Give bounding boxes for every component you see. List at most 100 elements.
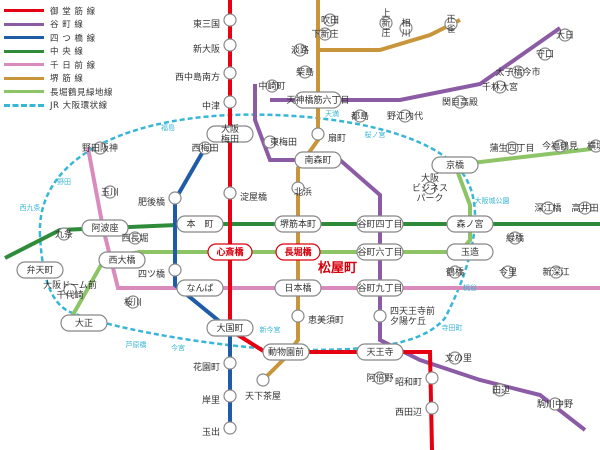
station-dot-higashiumeda xyxy=(263,135,277,149)
station-label-sembayashi: 千林大宮 xyxy=(482,81,518,93)
station-label-kujo: 九条 xyxy=(55,228,73,240)
station-label-kitahama: 北浜 xyxy=(294,187,312,198)
station-label-aikawa: 相川 xyxy=(401,17,410,39)
highlight-station-label: 松屋町 xyxy=(318,260,357,276)
station-label-tanimachi6: 谷町六丁目 xyxy=(357,246,402,258)
station-label-ogimachi: 扇町 xyxy=(328,132,346,144)
legend-swatch xyxy=(4,49,44,53)
station-dot-aikawa xyxy=(399,21,413,35)
station-label-awajicho: 淡路 xyxy=(291,44,309,56)
station-label-minamimorimachi: 南森町 xyxy=(304,154,331,166)
loop-station-label-fukushima: 福島 xyxy=(161,123,175,132)
station-label-awaza: 阿波座 xyxy=(91,222,118,234)
station-label-ebisucho: 恵美須町 xyxy=(308,314,344,326)
station-dot-shibashima xyxy=(298,65,312,79)
station-dot-taishibashi xyxy=(511,65,525,79)
station-box-shinsaibashi xyxy=(207,243,253,261)
station-dot-tamagawa xyxy=(103,185,117,199)
station-label-noe: 野江内代 xyxy=(387,110,423,122)
station-label-kyobashi: 京橋 xyxy=(446,159,464,171)
station-label-dainichi: 大日 xyxy=(556,29,574,41)
station-box-namba xyxy=(176,279,224,297)
station-label-tanabe: 田辺 xyxy=(492,385,510,396)
station-dot-suita xyxy=(323,13,337,27)
loop-station-label-tenma: 天満 xyxy=(325,110,339,118)
station-label-shin_osaka: 新大阪 xyxy=(193,43,220,55)
station-label-yotsubashi: 四ツ橋 xyxy=(138,268,165,280)
station-dot-imazato xyxy=(501,265,515,279)
legend-item: 谷 町 線 xyxy=(4,18,130,32)
station-box-tennoji xyxy=(356,343,404,361)
station-label-tamade: 玉出 xyxy=(202,426,220,438)
station-dot-kamishinjo xyxy=(379,16,393,30)
station-dot-gamo xyxy=(505,141,519,155)
station-label-tengachaya: 天下茶屋 xyxy=(245,390,281,402)
station-label-yotsubashi_line_top: 西梅田 xyxy=(191,142,218,154)
station-dot-nakazakicho xyxy=(265,79,279,93)
station-label-hanazonocho: 花園町 xyxy=(193,361,220,373)
station-label-morinomiya: 森ノ宮 xyxy=(456,218,483,230)
station-label-daikokucho: 大国町 xyxy=(216,322,243,334)
station-dot-sakuragawa xyxy=(126,295,140,309)
station-dot-kitahama xyxy=(291,181,305,195)
station-label-kishinosato: 岸里 xyxy=(202,395,220,406)
station-label-dobutsuen: 動物園前 xyxy=(268,346,304,358)
station-dot-tengachaya xyxy=(256,373,270,387)
station-dot-tanabe xyxy=(493,383,507,397)
station-label-moriguchi: 守口 xyxy=(536,48,554,60)
station-box-tanimachi9 xyxy=(356,279,404,297)
station-dot-komagawa xyxy=(548,397,562,411)
station-label-tsuruhashi: 鶴橋 xyxy=(446,266,464,278)
station-label-domemae: 大阪ドーム前千代崎 xyxy=(43,279,97,301)
station-label-fuminosato: 文の里 xyxy=(445,352,472,364)
station-label-shitennoji: 四天王寺前夕陽ケ丘 xyxy=(390,305,435,327)
station-label-osaka_business_park: 大阪ビジネスパーク xyxy=(412,172,448,204)
legend-swatch xyxy=(4,36,44,40)
loop-station-label-momodani: 桃谷 xyxy=(463,283,477,292)
station-box-bentencho xyxy=(16,261,64,279)
legend-swatch xyxy=(4,76,44,80)
station-dot-noda_hanshin xyxy=(93,141,107,155)
station-dot-yotsubashi xyxy=(168,263,182,277)
legend-item: 堺 筋 線 xyxy=(4,72,130,86)
station-box-nagahoribashi xyxy=(275,243,321,261)
station-label-tenjinbashi: 天神橋筋六丁目 xyxy=(286,94,349,106)
station-dot-hanazonocho xyxy=(223,356,237,370)
tanimachi-line xyxy=(253,84,587,432)
station-label-yodoyabashi: 淀屋橋 xyxy=(240,191,267,203)
station-dot-takaida xyxy=(578,201,592,215)
station-dot-yotsubashi_line_top xyxy=(198,141,212,155)
station-labels: 東三国新大阪西中島南方中津大阪梅田淀屋橋本 町心斎橋なんば大国町動物園前天王寺昭… xyxy=(26,8,600,438)
legend-item: 中 央 線 xyxy=(4,45,130,59)
station-label-takaida: 高井田 xyxy=(571,202,598,214)
legend-item: 長堀鶴見緑地線 xyxy=(4,85,130,99)
station-label-tamatsukuri: 玉造 xyxy=(461,246,479,258)
station-label-shinfukae: 新深江 xyxy=(542,266,569,278)
legend-swatch xyxy=(4,103,44,107)
loop-station-label-shin_imamiya: 新今宮 xyxy=(260,325,281,334)
station-label-sekime: 関目高殿 xyxy=(442,96,478,108)
loop-station-label-imamiya: 今宮 xyxy=(171,343,185,352)
station-dot-fukaebashi xyxy=(541,201,555,215)
station-label-midoribashi: 緑橋 xyxy=(506,232,524,244)
map-legend: 御 堂 筋 線谷 町 線四 つ 橋 線中 央 線千 日 前 線堺 筋 線長堀鶴見… xyxy=(4,4,130,112)
station-dot-nishinagahori xyxy=(128,231,142,245)
station-label-tamagawa: 玉川 xyxy=(101,187,119,198)
loop-station-label-sakuranomiya: 桜ノ宮 xyxy=(365,130,386,139)
loop-station-label-teradacho: 寺田町 xyxy=(442,324,463,332)
station-label-higashi_mikuni: 東三国 xyxy=(193,18,220,30)
station-dot-dainichi xyxy=(558,28,572,42)
loop-station-label-ashiharabashi: 芦原橋 xyxy=(126,340,147,349)
station-label-nagahoribashi: 長堀橋 xyxy=(284,246,312,258)
station-box-umeda xyxy=(206,125,254,143)
station-label-higobashi: 肥後橋 xyxy=(138,196,165,208)
station-label-tanimachi9: 谷町九丁目 xyxy=(357,283,402,294)
station-label-sakaisuji_hommachi: 堺筋本町 xyxy=(280,218,316,230)
station-label-komagawa: 駒川中野 xyxy=(537,398,573,410)
station-dot-fuminosato xyxy=(448,351,462,365)
station-box-hommachi xyxy=(176,215,224,233)
station-dot-yodoyabashi xyxy=(223,186,237,200)
station-box-daikokucho xyxy=(206,319,254,337)
station-dot-sembayashi xyxy=(493,80,507,94)
legend-swatch xyxy=(4,22,44,26)
